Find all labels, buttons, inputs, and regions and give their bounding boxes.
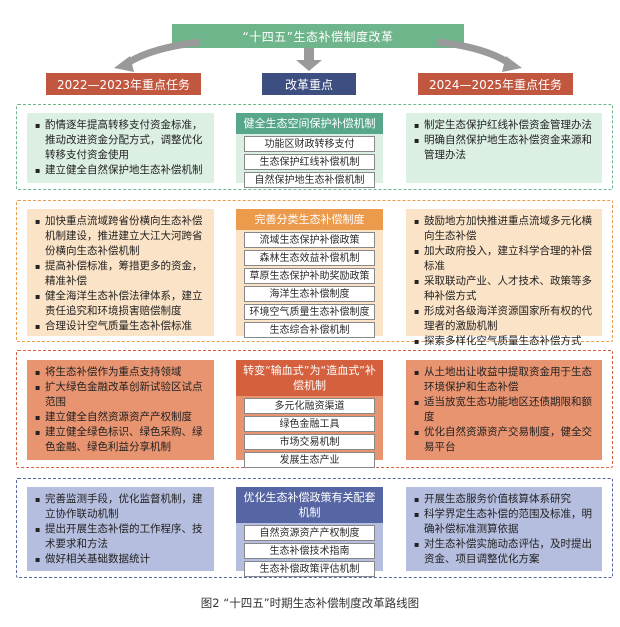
mid-item: 自然资源资产产权制度 (244, 525, 375, 541)
list-item: 优化自然资源资产交易制度，健全交易平台 (414, 425, 594, 455)
row-2-mid-heading: 完善分类生态补偿制度 (236, 209, 383, 230)
mid-item: 海洋生态补偿制度 (244, 286, 375, 302)
mid-item: 森林生态效益补偿机制 (244, 250, 375, 266)
phase-2022-2023: 2022—2023年重点任务 (46, 73, 201, 95)
phase-reform-focus: 改革重点 (262, 73, 356, 95)
list-item: 适当放宽生态功能地区还债期限和额度 (414, 395, 594, 425)
list-item: 将生态补偿作为重点支持领域 (35, 365, 206, 380)
list-item: 形成对各级海洋资源国家所有权的代理者的激励机制 (414, 304, 594, 334)
list-item: 酌情逐年提高转移支付资金标准，推动改进资金分配方式，调整优化转移支付资金使用 (35, 118, 206, 163)
list-item: 科学界定生态补偿的范围及标准，明确补偿标准测算依据 (414, 507, 594, 537)
title-arrows (114, 38, 522, 72)
list-item: 明确自然保护地生态补偿资金来源和管理办法 (414, 133, 594, 163)
row-4-left-panel: 完善监测手段，优化监督机制，建立协作联动机制 提出开展生态补偿的工作程序、技术要… (27, 487, 214, 571)
row-4-right-panel: 开展生态服务价值核算体系研究 科学界定生态补偿的范围及标准，明确补偿标准测算依据… (406, 487, 602, 571)
list-item: 开展生态服务价值核算体系研究 (414, 492, 594, 507)
figure-caption: 图2 “十四五”时期生态补偿制度改革路线图 (200, 596, 420, 610)
mid-item: 生态保护红线补偿机制 (244, 154, 375, 170)
list-item: 扩大绿色金融改革创新试验区试点范围 (35, 380, 206, 410)
arrow-mid-shaft (304, 48, 314, 62)
mid-item: 生态综合补偿机制 (244, 322, 375, 338)
list-item: 对生态补偿实施动态评估，及时提出资金、项目调整优化方案 (414, 537, 594, 567)
arrow-left-curve (124, 38, 201, 67)
list-item: 建立健全自然保护地生态补偿机制 (35, 163, 206, 178)
row-1-left-panel: 酌情逐年提高转移支付资金标准，推动改进资金分配方式，调整优化转移支付资金使用 建… (27, 113, 214, 183)
row-3-right-panel: 从土地出让收益中提取资金用于生态环境保护和生态补偿 适当放宽生态功能地区还债期限… (406, 360, 602, 460)
mid-item: 生态补偿技术指南 (244, 543, 375, 559)
row-2-mid-panel: 完善分类生态补偿制度 流域生态保护补偿政策 森林生态效益补偿机制 草原生态保护补… (236, 209, 383, 338)
list-item: 鼓励地方加快推进重点流域多元化横向生态补偿 (414, 214, 594, 244)
list-item: 从土地出让收益中提取资金用于生态环境保护和生态补偿 (414, 365, 594, 395)
list-item: 加快重点流域跨省份横向生态补偿机制建设，推进建立大江大河跨省份横向生态补偿机制 (35, 214, 206, 259)
phase-2024-2025: 2024—2025年重点任务 (418, 73, 573, 95)
row-2-left-panel: 加快重点流域跨省份横向生态补偿机制建设，推进建立大江大河跨省份横向生态补偿机制 … (27, 209, 214, 336)
row-3-mid-heading: 转变“输血式”为“造血式”补偿机制 (236, 360, 383, 396)
arrow-left-head (114, 56, 134, 72)
mid-item: 市场交易机制 (244, 434, 375, 450)
list-item: 完善监测手段，优化监督机制，建立协作联动机制 (35, 492, 206, 522)
list-item: 探索多样化空气质量生态补偿方式 (414, 334, 594, 349)
list-item: 做好相关基础数据统计 (35, 552, 206, 567)
mid-item: 环境空气质量生态补偿制度 (244, 304, 375, 320)
mid-item: 功能区财政转移支付 (244, 136, 375, 152)
list-item: 采取联动产业、人才技术、政策等多种补偿方式 (414, 274, 594, 304)
list-item: 提高补偿标准，筹措更多的资金，精准补偿 (35, 259, 206, 289)
row-1-band (16, 104, 613, 190)
row-1-mid-panel: 健全生态空间保护补偿机制 功能区财政转移支付 生态保护红线补偿机制 自然保护地生… (236, 113, 383, 188)
row-2-right-panel: 鼓励地方加快推进重点流域多元化横向生态补偿 加大政府投入，建立科学合理的补偿标准… (406, 209, 602, 349)
list-item: 健全海洋生态补偿法律体系，建立责任追究和环境损害赔偿制度 (35, 289, 206, 319)
list-item: 建立健全绿色标识、绿色采购、绿色金融、绿色利益分享机制 (35, 425, 206, 455)
list-item: 制定生态保护红线补偿资金管理办法 (414, 118, 594, 133)
row-4-mid-heading: 优化生态补偿政策有关配套机制 (236, 487, 383, 523)
mid-item: 流域生态保护补偿政策 (244, 232, 375, 248)
list-item: 合理设计空气质量生态补偿标准 (35, 319, 206, 334)
row-1-right-panel: 制定生态保护红线补偿资金管理办法 明确自然保护地生态补偿资金来源和管理办法 (406, 113, 602, 183)
list-item: 提出开展生态补偿的工作程序、技术要求和方法 (35, 522, 206, 552)
row-1-mid-heading: 健全生态空间保护补偿机制 (236, 113, 383, 134)
row-3-mid-panel: 转变“输血式”为“造血式”补偿机制 多元化融资渠道 绿色金融工具 市场交易机制 … (236, 360, 383, 468)
list-item: 加大政府投入，建立科学合理的补偿标准 (414, 244, 594, 274)
arrow-right-curve (437, 38, 513, 67)
arrow-mid-head (296, 60, 322, 71)
row-4-mid-panel: 优化生态补偿政策有关配套机制 自然资源资产产权制度 生态补偿技术指南 生态补偿政… (236, 487, 383, 577)
row-2-band (16, 200, 613, 342)
arrow-right-head (502, 56, 522, 72)
mid-item: 生态补偿政策评估机制 (244, 561, 375, 577)
diagram-title: “十四五”生态补偿制度改革 (172, 24, 464, 48)
mid-item: 发展生态产业 (244, 452, 375, 468)
mid-item: 绿色金融工具 (244, 416, 375, 432)
row-3-left-panel: 将生态补偿作为重点支持领域 扩大绿色金融改革创新试验区试点范围 建立健全自然资源… (27, 360, 214, 460)
mid-item: 草原生态保护补助奖励政策 (244, 268, 375, 284)
list-item: 建立健全自然资源资产产权制度 (35, 410, 206, 425)
mid-item: 自然保护地生态补偿机制 (244, 172, 375, 188)
row-4-band (16, 478, 613, 578)
mid-item: 多元化融资渠道 (244, 398, 375, 414)
